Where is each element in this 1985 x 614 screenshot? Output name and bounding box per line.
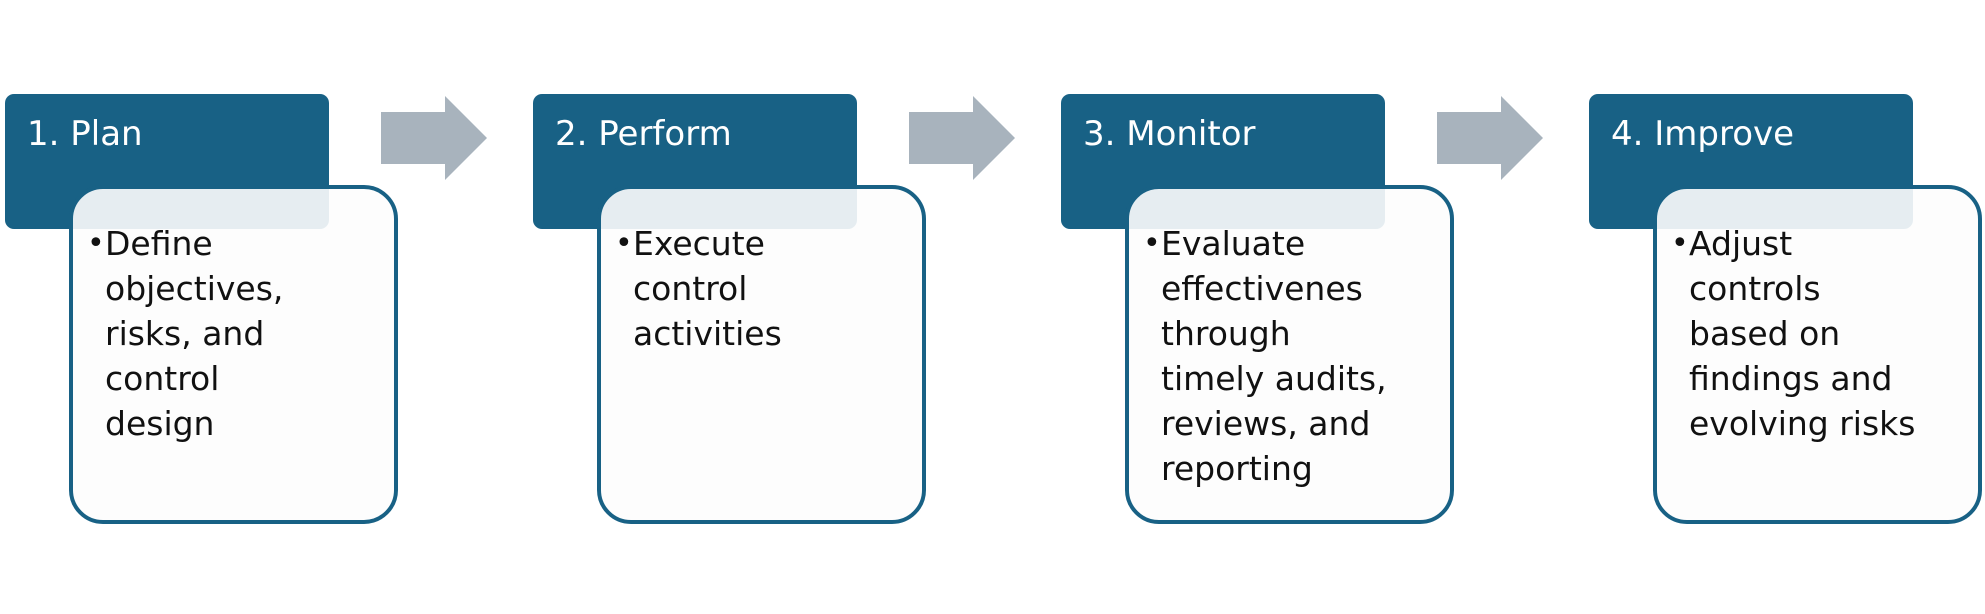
step-4-description: Adjust controls based on findings and ev… bbox=[1689, 224, 1916, 443]
bullet-icon: • bbox=[87, 226, 105, 261]
right-arrow-icon bbox=[909, 96, 1015, 180]
step-2-description: Execute control activities bbox=[633, 224, 782, 353]
step-2-title: 2. Perform bbox=[555, 114, 732, 154]
step-2-card: • Execute control activities bbox=[597, 185, 926, 524]
step-4-header: 4. Improve bbox=[1589, 94, 1913, 229]
bullet-icon: • bbox=[1143, 226, 1161, 261]
step-3-title: 3. Monitor bbox=[1083, 114, 1256, 154]
step-1-card: • Define objectives, risks, and control … bbox=[69, 185, 398, 524]
step-2-perform: 2. Perform • Execute control activities bbox=[528, 0, 988, 614]
step-2-bullet-item: • Execute control activities bbox=[615, 221, 912, 356]
bullet-icon: • bbox=[1671, 226, 1689, 261]
step-1-description: Define objectives, risks, and control de… bbox=[105, 224, 284, 443]
step-4-bullet-item: • Adjust controls based on findings and … bbox=[1671, 221, 1968, 446]
right-arrow-icon bbox=[1437, 96, 1543, 180]
step-1-plan: 1. Plan • Define objectives, risks, and … bbox=[0, 0, 460, 614]
step-3-bullet-item: • Evaluate effectivenes through timely a… bbox=[1143, 221, 1440, 491]
step-4-title: 4. Improve bbox=[1611, 114, 1795, 154]
step-1-bullet-item: • Define objectives, risks, and control … bbox=[87, 221, 384, 446]
right-arrow-icon bbox=[381, 96, 487, 180]
step-3-description: Evaluate effectivenes through timely aud… bbox=[1161, 224, 1387, 488]
step-3-card: • Evaluate effectivenes through timely a… bbox=[1125, 185, 1454, 524]
step-3-monitor: 3. Monitor • Evaluate effectivenes throu… bbox=[1056, 0, 1516, 614]
step-4-improve: 4. Improve • Adjust controls based on fi… bbox=[1584, 0, 1985, 614]
bullet-icon: • bbox=[615, 226, 633, 261]
step-4-card: • Adjust controls based on findings and … bbox=[1653, 185, 1982, 524]
step-1-title: 1. Plan bbox=[27, 114, 143, 154]
